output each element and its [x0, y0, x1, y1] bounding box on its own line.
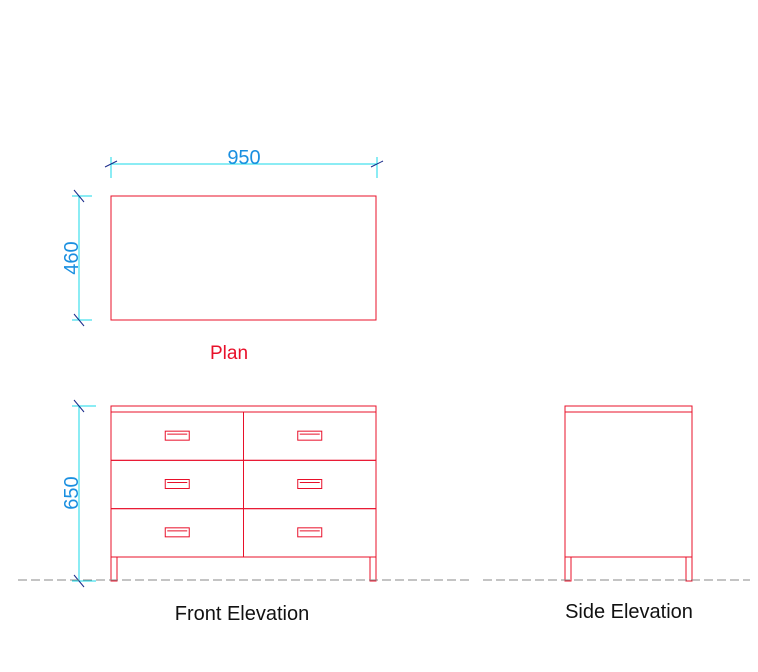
drawer-front — [243, 508, 377, 558]
depth-tick-bottom — [73, 313, 85, 327]
drawer-handle — [297, 527, 323, 538]
front-top-panel — [110, 405, 377, 413]
drawer-handle — [297, 430, 323, 441]
drawer-grid — [110, 411, 377, 558]
front-legs — [110, 556, 377, 582]
drawer-handle — [164, 479, 190, 489]
drawer-front — [110, 411, 244, 461]
drawer-front — [110, 459, 244, 510]
drawer-front — [243, 459, 377, 510]
side-body — [564, 411, 693, 558]
side-leg-left — [564, 556, 572, 582]
drawer-front — [243, 411, 377, 461]
depth-dimension-text: 460 — [61, 241, 83, 274]
depth-tick-top — [73, 189, 85, 203]
drawer-handle — [297, 479, 323, 489]
front-elevation-label: Front Elevation — [175, 603, 310, 625]
side-leg-right — [685, 556, 693, 582]
plan-view — [110, 195, 377, 321]
height-tick-bottom — [73, 574, 85, 588]
plan-outline — [110, 195, 377, 321]
depth-dimension: 460 — [61, 189, 92, 327]
height-dimension-text: 650 — [61, 476, 83, 509]
width-tick-left — [104, 160, 118, 168]
drawer-handle — [164, 430, 190, 441]
width-dimension: 950 — [104, 147, 384, 178]
front-elevation — [110, 405, 377, 582]
front-leg — [110, 556, 118, 582]
width-tick-right — [370, 160, 384, 168]
side-top-panel — [564, 405, 693, 413]
height-dimension: 650 — [61, 399, 96, 588]
width-dimension-text: 950 — [227, 147, 260, 169]
side-elevation-label: Side Elevation — [565, 601, 693, 623]
height-tick-top — [73, 399, 85, 413]
side-elevation — [564, 405, 693, 582]
plan-label: Plan — [210, 343, 248, 364]
front-leg — [369, 556, 377, 582]
drawer-handle — [164, 527, 190, 538]
drawer-front — [110, 508, 244, 558]
